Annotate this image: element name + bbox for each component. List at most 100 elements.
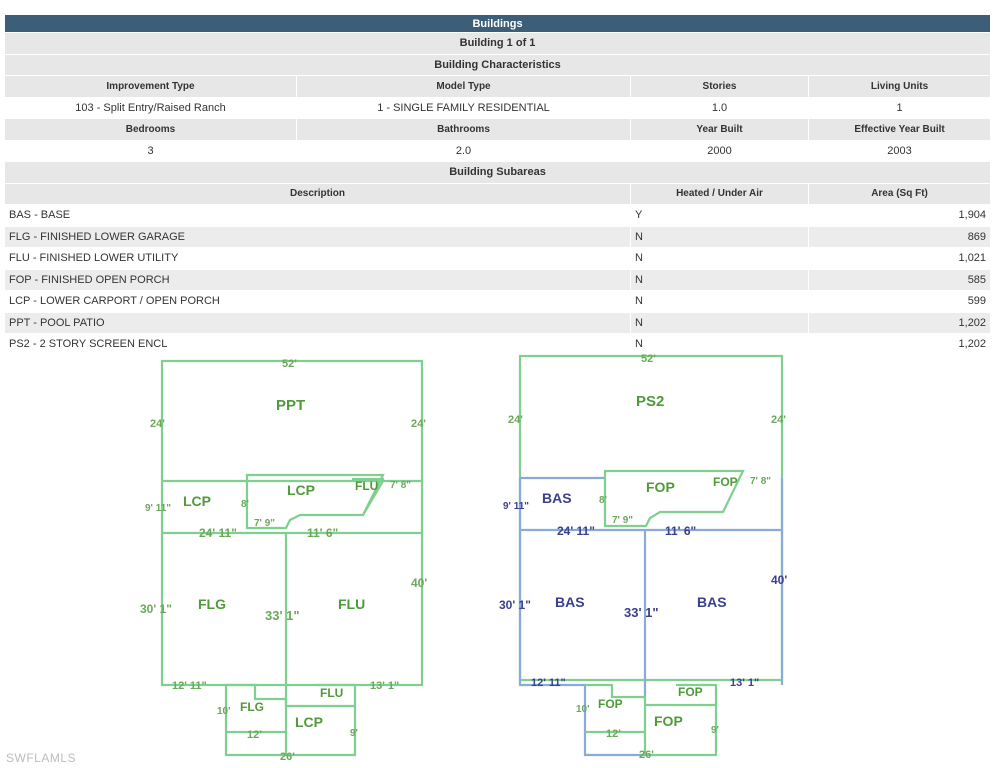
subarea-description: BAS - BASE (4, 204, 631, 227)
sketch-right (518, 354, 784, 757)
subarea-area: 1,904 (807, 204, 992, 227)
area-label: FLG (240, 700, 264, 714)
subarea-heated: N (630, 225, 809, 248)
dimension-label: 24' (150, 418, 165, 430)
sketch-left (160, 359, 424, 757)
subarea-area: 599 (807, 290, 992, 313)
outline-fop-bottom (645, 683, 718, 757)
building-label: Building 1 of 1 (3, 32, 992, 55)
area-label: LCP (287, 482, 315, 498)
outline-fop-small-left (585, 683, 647, 755)
value-living-units: 1 (807, 96, 992, 119)
subarea-heated: Y (630, 204, 809, 227)
buildings-table-container: Buildings Building 1 of 1 Building Chara… (3, 14, 992, 356)
subarea-heated: N (630, 290, 809, 313)
area-label: PPT (276, 397, 305, 414)
dimension-label: 24' 11" (557, 524, 595, 538)
area-label: FLU (320, 686, 343, 700)
dimension-label: 9' 11" (145, 503, 171, 514)
area-label: LCP (295, 714, 323, 730)
subarea-description: FOP - FINISHED OPEN PORCH (4, 268, 631, 291)
label-bathrooms: Bathrooms (296, 118, 631, 141)
sketch-right-dims: 52' 24' 24' 9' 11" 8' 7' 8" 7' 9" 24' 11… (499, 353, 787, 761)
label-living-units: Living Units (807, 75, 992, 98)
dimension-label: 12' (606, 728, 621, 740)
subarea-heated: N (630, 333, 809, 356)
dimension-label: 13' 1" (730, 677, 759, 689)
value-improvement-type: 103 - Split Entry/Raised Ranch (4, 96, 297, 119)
area-label: FOP (598, 697, 623, 711)
area-label: FOP (654, 713, 683, 729)
dimension-label: 7' 8" (390, 480, 411, 491)
subarea-description: PS2 - 2 STORY SCREEN ENCL (4, 333, 631, 356)
value-bedrooms: 3 (4, 139, 297, 162)
value-effective-year-built: 2003 (807, 139, 992, 162)
dimension-label: 26' (639, 749, 654, 761)
dimension-label: 11' 6" (665, 524, 696, 538)
label-effective-year-built: Effective Year Built (807, 118, 992, 141)
dimension-label: 30' 1" (140, 602, 172, 616)
dimension-label: 24' (771, 414, 786, 426)
table-row: PPT - POOL PATIO N 1,202 (4, 311, 992, 334)
col-description: Description (4, 182, 631, 205)
dimension-label: 7' 9" (254, 518, 275, 529)
dimension-label: 7' 8" (750, 476, 771, 487)
table-row: PS2 - 2 STORY SCREEN ENCL N 1,202 (4, 333, 992, 356)
subarea-heated: N (630, 247, 809, 270)
label-model-type: Model Type (296, 75, 631, 98)
dimension-label: 33' 1" (265, 608, 300, 623)
subarea-area: 1,021 (807, 247, 992, 270)
dimension-label: 52' (641, 353, 656, 365)
characteristics-title: Building Characteristics (3, 53, 992, 76)
area-label: FOP (646, 479, 675, 495)
subarea-description: LCP - LOWER CARPORT / OPEN PORCH (4, 290, 631, 313)
subarea-description: PPT - POOL PATIO (4, 311, 631, 334)
dimension-label: 8' (599, 495, 607, 506)
outline-flu-small (352, 477, 385, 516)
dimension-label: 9' 11" (503, 501, 529, 512)
dimension-label: 24' 11" (199, 526, 237, 540)
area-label: PS2 (636, 393, 664, 410)
table-row: LCP - LOWER CARPORT / OPEN PORCH N 599 (4, 290, 992, 313)
dimension-label: 33' 1" (624, 605, 659, 620)
outline-lcp-mid (245, 473, 385, 530)
subarea-area: 585 (807, 268, 992, 291)
subarea-area: 1,202 (807, 333, 992, 356)
dimension-label: 40' (411, 576, 427, 590)
label-stories: Stories (630, 75, 809, 98)
dimension-label: 40' (771, 573, 787, 587)
area-label: BAS (697, 594, 727, 610)
dimension-label: 10' (217, 706, 231, 717)
value-model-type: 1 - SINGLE FAMILY RESIDENTIAL (296, 96, 631, 119)
dimension-label: 11' 6" (307, 526, 338, 540)
area-label: FLU (355, 479, 378, 493)
subareas-title: Building Subareas (3, 161, 992, 184)
area-label: FLG (198, 596, 226, 612)
area-label: BAS (555, 594, 585, 610)
subarea-heated: N (630, 268, 809, 291)
dimension-label: 9' (350, 728, 358, 739)
dimension-label: 9' (711, 725, 719, 736)
sketch-right-labels: PS2 BAS FOP FOP BAS BAS FOP FOP FOP (542, 393, 738, 729)
area-label: FOP (713, 475, 738, 489)
dimension-label: 7' 9" (612, 515, 633, 526)
dimension-label: 8' (241, 499, 249, 510)
dimension-label: 12' 11" (531, 677, 566, 689)
label-bedrooms: Bedrooms (4, 118, 297, 141)
col-heated: Heated / Under Air (630, 182, 809, 205)
area-label: LCP (183, 493, 211, 509)
area-label: FLU (338, 596, 365, 612)
area-label: FOP (678, 685, 703, 699)
dimension-label: 24' (508, 414, 523, 426)
value-bathrooms: 2.0 (296, 139, 631, 162)
dimension-label: 30' 1" (499, 598, 531, 612)
table-row: FOP - FINISHED OPEN PORCH N 585 (4, 268, 992, 291)
dimension-label: 26' (280, 751, 295, 763)
watermark: SWFLAMLS (6, 751, 77, 765)
dimension-label: 12' 11" (172, 680, 207, 692)
dimension-label: 12' (247, 729, 262, 741)
table-row: BAS - BASE Y 1,904 (4, 204, 992, 227)
subarea-description: FLU - FINISHED LOWER UTILITY (4, 247, 631, 270)
outline-lcp-bottom (286, 683, 357, 757)
table-row: FLG - FINISHED LOWER GARAGE N 869 (4, 225, 992, 248)
